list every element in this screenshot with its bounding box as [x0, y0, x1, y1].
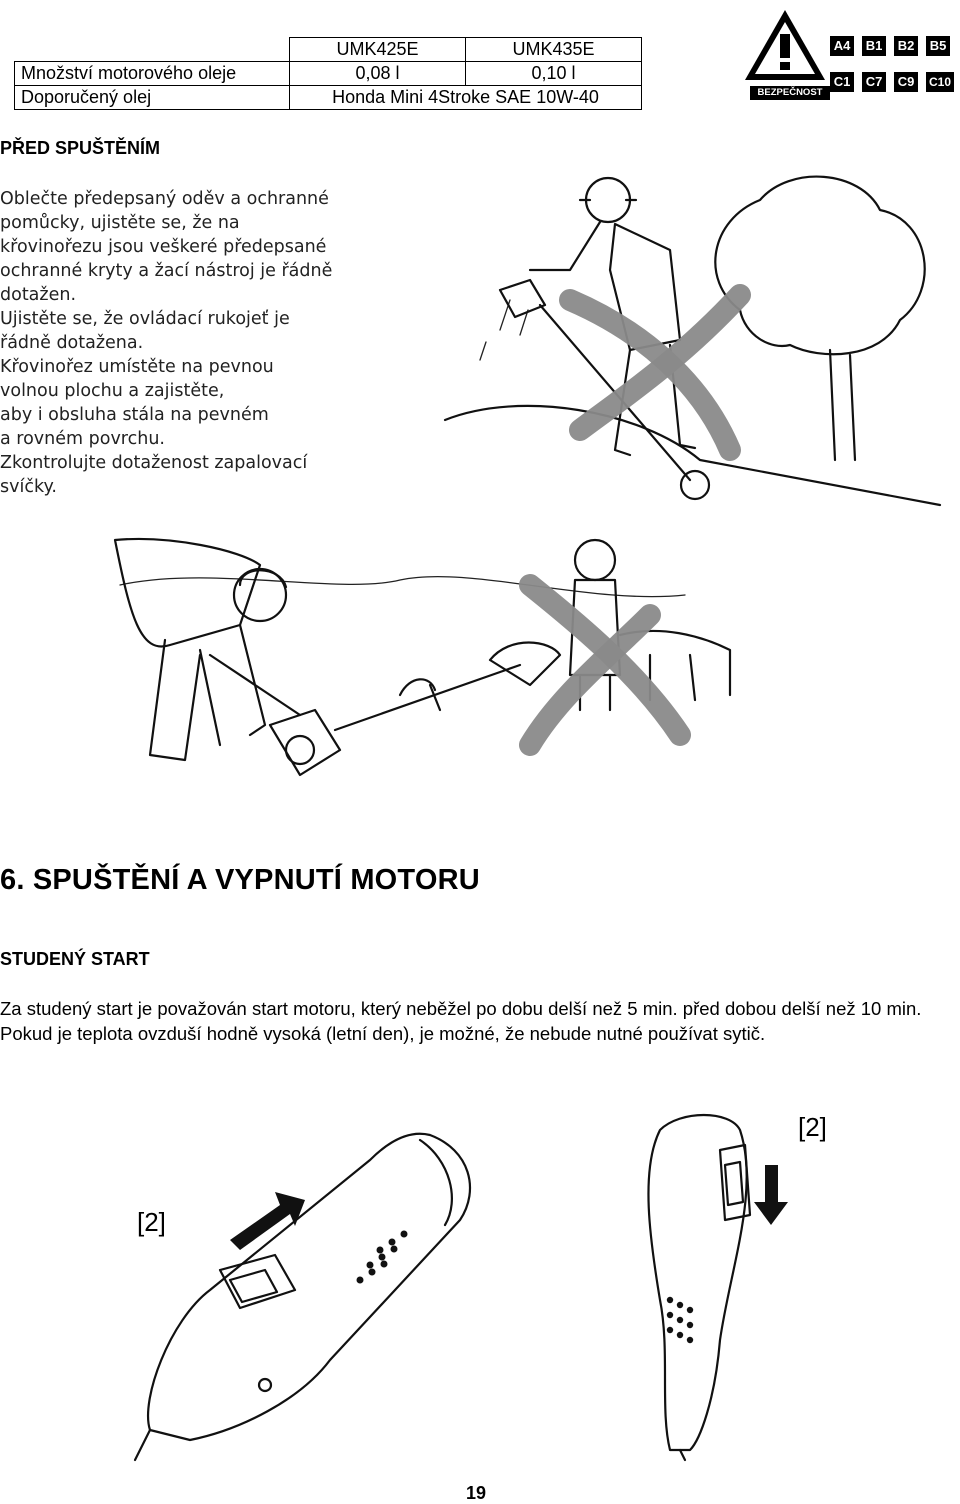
code-b1: B1	[862, 36, 886, 56]
code-c7: C7	[862, 72, 886, 92]
oil-table: UMK425E UMK435E Množství motorového olej…	[14, 37, 642, 110]
code-a4: A4	[830, 36, 854, 56]
oil-type-label: Doporučený olej	[14, 85, 290, 110]
right-handle-illustration	[647, 1114, 788, 1462]
slope-warning-illustration	[443, 175, 942, 507]
oil-amount-435: 0,10 l	[465, 61, 642, 86]
oil-amount-425: 0,08 l	[289, 61, 466, 86]
left-handle-illustration	[133, 1132, 472, 1462]
safety-badge: BEZPEČNOST A4 B1 B2 B5 C1 C7 C9 C10	[740, 6, 956, 102]
before-start-line: řádně dotažena.	[0, 333, 144, 353]
code-b5: B5	[926, 36, 950, 56]
right-switch-label: [2]	[798, 1112, 827, 1142]
safety-caption: BEZPEČNOST	[757, 87, 823, 98]
oil-table-header-row: UMK425E UMK435E	[14, 37, 642, 62]
code-b2: B2	[894, 36, 918, 56]
chapter-title: 6. SPUŠTĚNÍ A VYPNUTÍ MOTORU	[0, 864, 480, 896]
before-start-line: a rovném povrchu.	[0, 429, 165, 449]
before-start-line: aby i obsluha stála na pevném	[0, 405, 269, 425]
oil-amount-label: Množství motorového oleje	[14, 61, 290, 86]
oil-type-row: Doporučený olej Honda Mini 4Stroke SAE 1…	[14, 85, 642, 110]
left-switch-label: [2]	[137, 1207, 166, 1237]
cold-start-paragraph: Za studený start je považován start moto…	[0, 998, 922, 1019]
before-start-line: křovinořezu jsou veškeré předepsané	[0, 237, 327, 257]
before-start-line: Křovinořez umístěte na pevnou	[0, 357, 274, 377]
cold-start-paragraph: Pokud je teplota ovzduší hodně vysoká (l…	[0, 1023, 766, 1044]
cold-start-text: Za studený start je považován start moto…	[0, 996, 950, 1046]
before-start-line: ochranné kryty a žací nástroj je řádně	[0, 261, 333, 281]
before-start-line: volnou plochu a zajistěte,	[0, 381, 225, 401]
before-start-line: dotažen.	[0, 285, 77, 305]
code-c10: C10	[926, 72, 954, 92]
code-c1: C1	[830, 72, 854, 92]
before-start-line: Zkontrolujte dotaženost zapalovací	[0, 453, 308, 473]
bystanders-warning-illustration	[113, 537, 732, 777]
safety-codes: A4 B1 B2 B5	[830, 36, 952, 72]
oil-amount-row: Množství motorového oleje 0,08 l 0,10 l	[14, 61, 642, 86]
before-start-heading: PŘED SPUŠTĚNÍM	[0, 138, 161, 158]
before-start-text: Oblečte předepsaný oděv a ochranné pomůc…	[0, 187, 332, 499]
before-start-line: pomůcky, ujistěte se, že na	[0, 213, 240, 233]
cold-start-heading: STUDENÝ START	[0, 949, 150, 969]
safety-codes-2: C1 C7 C9 C10	[830, 72, 954, 96]
model-435: UMK435E	[465, 37, 642, 62]
before-start-line: Ujistěte se, že ovládací rukojeť je	[0, 309, 290, 329]
oil-table-corner	[14, 37, 290, 62]
before-start-line: Oblečte předepsaný oděv a ochranné	[0, 189, 329, 209]
code-c9: C9	[894, 72, 918, 92]
oil-type-value: Honda Mini 4Stroke SAE 10W-40	[289, 85, 642, 110]
model-425: UMK425E	[289, 37, 466, 62]
before-start-line: svíčky.	[0, 477, 57, 497]
page-number: 19	[466, 1483, 487, 1503]
warning-triangle-icon	[745, 10, 830, 100]
